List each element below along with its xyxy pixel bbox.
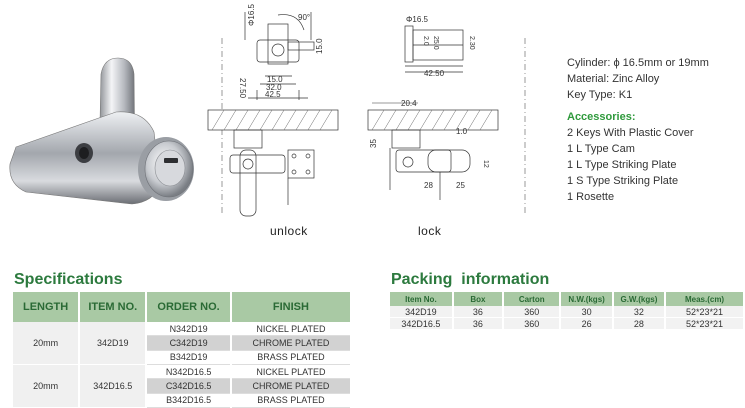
dim-lock-d165: Φ16.5 <box>406 15 429 24</box>
order-no-cell: C342D16.5 <box>146 378 232 394</box>
cell: 360 <box>503 317 562 330</box>
col-carton: Carton <box>503 292 562 306</box>
accessory-item: 1 L Type Cam <box>567 143 635 155</box>
technical-drawings: Φ16.5 90° 15.0 27.50 15.0 32.0 42.5 unlo… <box>207 3 526 238</box>
col-nw: N.W.(kgs) <box>560 292 614 306</box>
cell: 342D16.5 <box>390 317 454 330</box>
item-no-cell: 342D19 <box>79 322 148 365</box>
dim-lock-250: 25.0 <box>432 36 439 50</box>
dim-unlock-d165: Φ16.5 <box>247 3 256 26</box>
col-order-no: ORDER NO. <box>146 292 232 322</box>
key-type-spec: Key Type: K1 <box>567 89 633 101</box>
table-row: 342D16.5 36 360 26 28 52*23*21 <box>390 317 743 330</box>
finish-cell: CHROME PLATED <box>230 335 350 351</box>
dim-lock-230: 2.30 <box>468 36 475 50</box>
dim-lock-35: 35 <box>369 139 378 148</box>
table-row: 342D19 36 360 30 32 52*23*21 <box>390 306 743 318</box>
accessory-item: 1 S Type Striking Plate <box>567 175 679 187</box>
cell: 342D19 <box>390 306 454 318</box>
col-box: Box <box>452 292 505 306</box>
accessory-item: 1 Rosette <box>567 191 615 203</box>
product-photo-cam-lock <box>9 57 194 205</box>
table-row: C342D19 CHROME PLATED <box>13 335 350 351</box>
dim-unlock-15: 15.0 <box>315 38 324 54</box>
order-no-cell: B342D16.5 <box>146 393 232 408</box>
dim-lock-28: 28 <box>424 181 433 190</box>
finish-cell: NICKEL PLATED <box>230 364 350 380</box>
cell: 36 <box>452 317 505 330</box>
table-row: B342D16.5 BRASS PLATED <box>13 393 350 408</box>
order-no-cell: N342D19 <box>146 322 232 337</box>
accessories-heading: Accessories: <box>567 111 636 123</box>
cell: 32 <box>612 306 667 318</box>
cell: 26 <box>560 317 614 330</box>
finish-cell: BRASS PLATED <box>230 350 350 366</box>
order-no-cell: B342D19 <box>146 350 232 366</box>
dim-lock-10: 1.0 <box>456 127 468 136</box>
table-row: C342D16.5 CHROME PLATED <box>13 378 350 394</box>
specifications-title: Specifications <box>14 271 123 288</box>
specifications-table: LENGTH ITEM NO. ORDER NO. FINISH 20mm 34… <box>13 292 350 408</box>
col-length: LENGTH <box>13 292 81 322</box>
dim-lock-204: 20.4 <box>401 99 417 108</box>
dim-lock-20: 2.0 <box>422 36 429 46</box>
cell: 30 <box>560 306 614 318</box>
order-no-cell: N342D16.5 <box>146 364 232 380</box>
cell: 36 <box>452 306 505 318</box>
accessory-item: 2 Keys With Plastic Cover <box>567 127 694 139</box>
cell: 52*23*21 <box>665 306 743 318</box>
unlock-label: unlock <box>270 224 308 238</box>
packing-title: Packing information <box>391 271 550 288</box>
cylinder-spec: Cylinder: ϕ 16.5mm or 19mm <box>567 57 709 69</box>
cell: 360 <box>503 306 562 318</box>
table-row: 20mm 342D16.5 N342D16.5 NICKEL PLATED <box>13 364 350 408</box>
col-gw: G.W.(kgs) <box>612 292 667 306</box>
table-row: 20mm 342D19 N342D19 NICKEL PLATED <box>13 322 350 365</box>
dim-lock-12: 12 <box>482 160 489 168</box>
dim-lock-25: 25 <box>456 181 465 190</box>
dim-lock-4250: 42.50 <box>424 69 445 78</box>
packing-table: Item No. Box Carton N.W.(kgs) G.W.(kgs) … <box>390 292 743 330</box>
cell: 28 <box>612 317 667 330</box>
dim-unlock-320: 32.0 <box>266 83 282 92</box>
cell: 52*23*21 <box>665 317 743 330</box>
lock-label: lock <box>418 224 442 238</box>
accessory-item: 1 L Type Striking Plate <box>567 159 677 171</box>
finish-cell: BRASS PLATED <box>230 393 350 408</box>
finish-cell: NICKEL PLATED <box>230 322 350 337</box>
length-cell: 20mm <box>13 322 81 365</box>
dim-unlock-425: 42.5 <box>265 90 281 99</box>
dim-unlock-90: 90° <box>298 13 310 22</box>
col-item-no: Item No. <box>390 292 454 306</box>
finish-cell: CHROME PLATED <box>230 378 350 394</box>
table-row: B342D19 BRASS PLATED <box>13 350 350 366</box>
col-meas: Meas.(cm) <box>665 292 743 306</box>
item-no-cell: 342D16.5 <box>79 364 148 408</box>
dim-unlock-2750: 27.50 <box>238 78 247 99</box>
col-item-no: ITEM NO. <box>79 292 148 322</box>
order-no-cell: C342D19 <box>146 335 232 351</box>
col-finish: FINISH <box>230 292 350 322</box>
dim-unlock-150: 15.0 <box>267 75 283 84</box>
length-cell: 20mm <box>13 364 81 408</box>
material-spec: Material: Zinc Alloy <box>567 73 660 85</box>
product-specs-text: Cylinder: ϕ 16.5mm or 19mm Material: Zin… <box>567 55 709 205</box>
